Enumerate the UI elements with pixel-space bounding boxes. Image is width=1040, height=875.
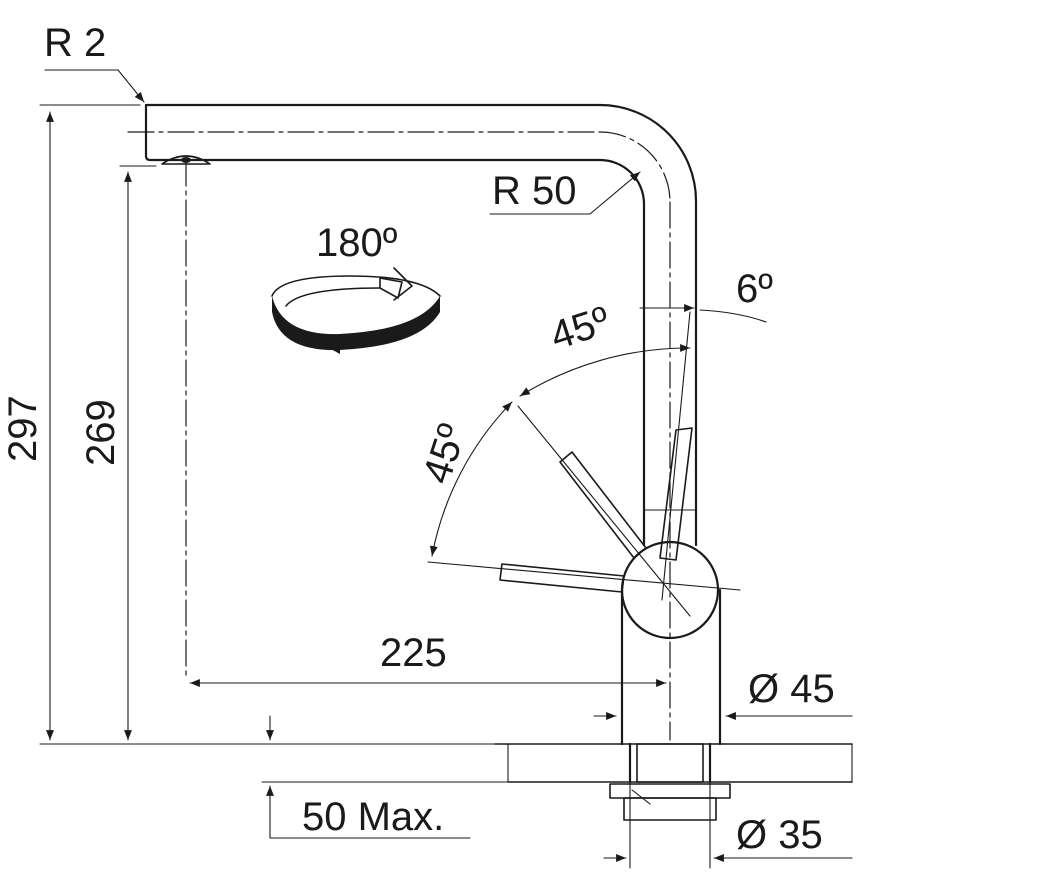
center-lines bbox=[127, 131, 741, 741]
label-angle-6: 6º bbox=[736, 267, 773, 311]
dimension-297 bbox=[39, 104, 509, 745]
lever-positions bbox=[499, 427, 693, 593]
label-height-297: 297 bbox=[1, 395, 45, 462]
label-diameter-35: Ø 35 bbox=[736, 813, 823, 857]
dimension-diameter-35 bbox=[603, 781, 853, 869]
leader-r50 bbox=[489, 171, 641, 215]
label-angle-45-left: 45º bbox=[415, 419, 475, 489]
label-r2: R 2 bbox=[44, 21, 106, 65]
leader-r2 bbox=[44, 69, 145, 103]
label-rotation-180: 180º bbox=[316, 221, 398, 265]
rotation-180-icon bbox=[271, 267, 441, 354]
label-r50: R 50 bbox=[492, 169, 577, 213]
mounting-nut bbox=[609, 743, 731, 821]
countertop bbox=[494, 742, 853, 784]
label-50-max: 50 Max. bbox=[302, 795, 444, 839]
label-reach-225: 225 bbox=[380, 631, 447, 675]
angle-6 bbox=[639, 304, 767, 323]
dimension-269 bbox=[119, 165, 157, 741]
angle-45-arcs bbox=[429, 343, 691, 557]
label-diameter-45: Ø 45 bbox=[748, 667, 835, 711]
label-angle-45-upper: 45º bbox=[545, 298, 615, 358]
label-height-269: 269 bbox=[79, 399, 123, 466]
dimension-50-max bbox=[261, 715, 509, 839]
